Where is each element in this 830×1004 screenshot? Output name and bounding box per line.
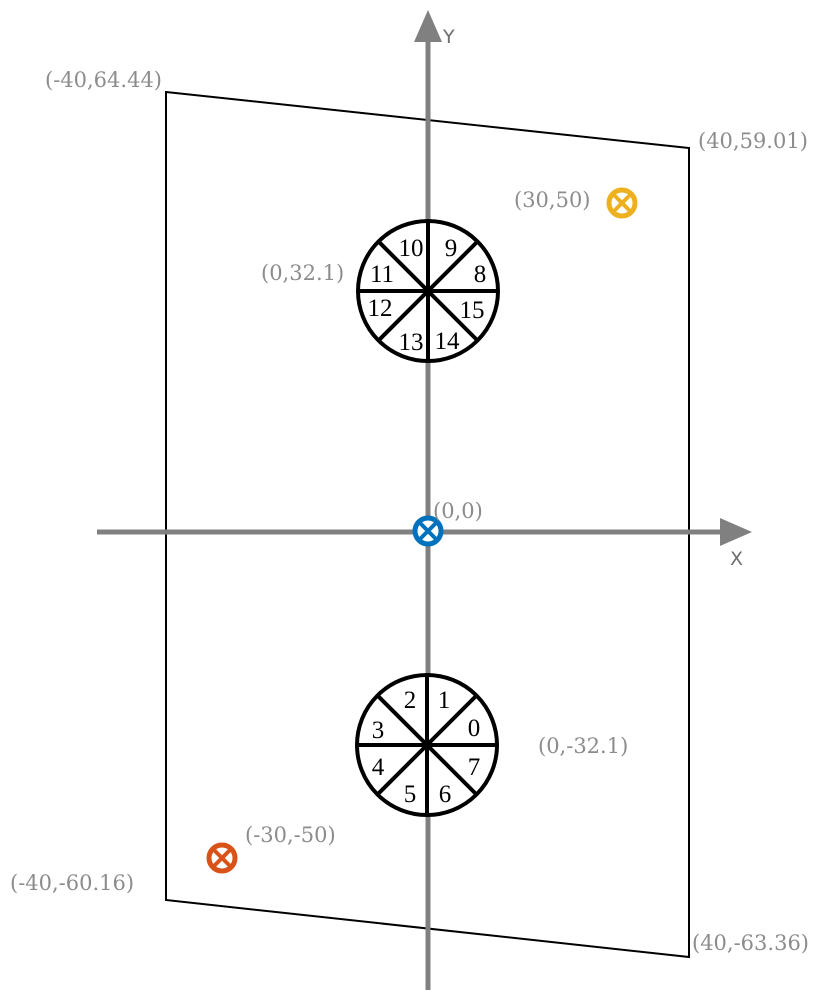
origin-marker-icon [412, 515, 444, 547]
segment-label: 2 [404, 687, 417, 714]
segment-label: 11 [370, 261, 394, 288]
marker-label: (-30,-50) [245, 823, 336, 847]
circle-divider [377, 240, 479, 342]
plane-outline [165, 90, 690, 959]
circle-divider [376, 694, 478, 796]
segmented-circle-bottom: 0 1 2 3 4 5 6 7 [355, 673, 499, 817]
origin-label: (0,0) [433, 499, 483, 523]
circle-bottom-center-label: (0,-32.1) [538, 734, 628, 758]
segmented-circle-top: 8 9 10 11 12 13 14 15 [356, 219, 500, 363]
x-axis-label: X [730, 548, 743, 570]
y-axis-arrowhead [414, 10, 442, 42]
target-marker-icon [206, 842, 238, 874]
segment-label: 14 [435, 328, 461, 355]
y-axis-label: Y [442, 26, 455, 48]
corner-label-bottom-left: (-40,-60.16) [10, 871, 134, 895]
corner-label-top-right: (40,59.01) [698, 129, 808, 153]
segment-label: 13 [399, 329, 424, 356]
marker-label: (30,50) [514, 188, 591, 212]
segment-label: 1 [438, 687, 451, 714]
segment-label: 8 [474, 261, 487, 288]
target-marker-icon [606, 187, 638, 219]
segment-label: 12 [368, 295, 393, 322]
segment-label: 7 [468, 754, 481, 781]
segment-label: 6 [439, 781, 452, 808]
circle-top-center-label: (0,32.1) [261, 261, 344, 285]
segment-label: 9 [445, 235, 458, 262]
segment-label: 15 [460, 297, 485, 324]
segment-label: 5 [404, 781, 417, 808]
segment-label: 10 [399, 235, 424, 262]
x-axis-arrowhead [720, 518, 752, 546]
segment-label: 3 [372, 717, 385, 744]
segment-label: 4 [372, 754, 385, 781]
corner-label-bottom-right: (40,-63.36) [692, 931, 809, 955]
segment-label: 0 [468, 715, 481, 742]
corner-label-top-left: (-40,64.44) [45, 68, 162, 92]
